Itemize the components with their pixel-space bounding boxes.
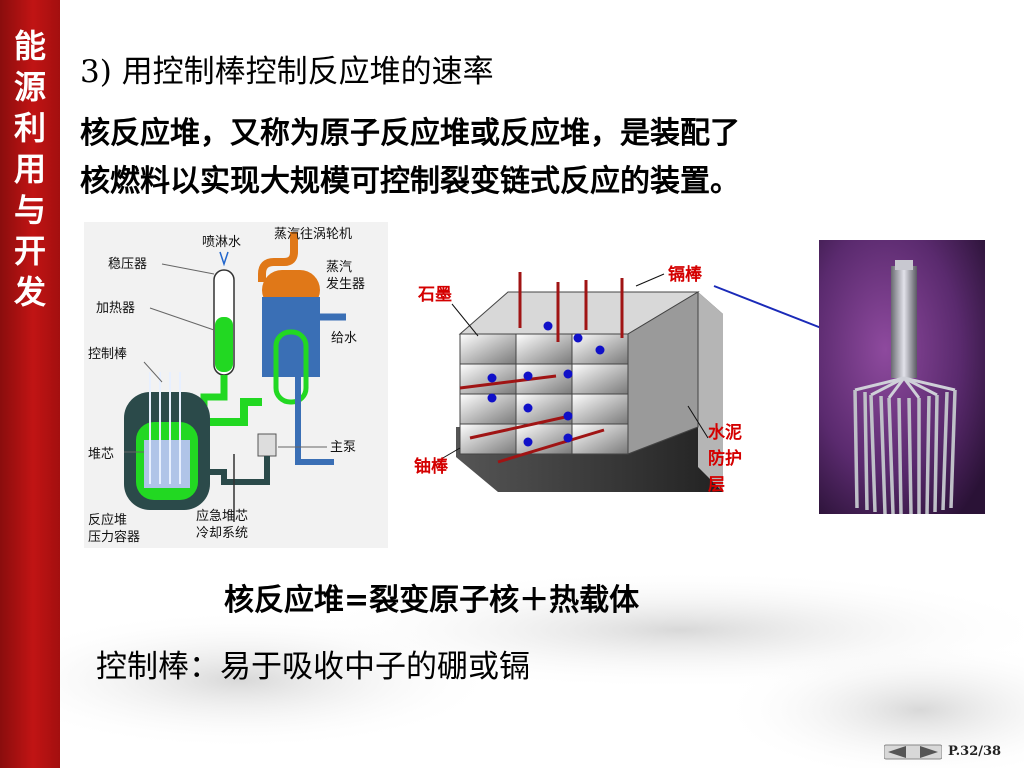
label-reactor-vessel: 反应堆 bbox=[88, 512, 127, 528]
label-steam-generator: 发生器 bbox=[326, 276, 365, 292]
intro-line: 核反应堆，又称为原子反应堆或反应堆，是装配了 bbox=[80, 116, 740, 151]
label-steam-generator: 蒸汽 bbox=[326, 260, 352, 275]
reactor-core bbox=[144, 440, 190, 488]
slide-navigation bbox=[884, 744, 942, 760]
reactor-formula: 核反应堆=裂变原子核＋热载体 bbox=[224, 583, 640, 618]
arrow-left-icon bbox=[888, 746, 906, 758]
slide-heading: 3) 用控制棒控制反应堆的速率 bbox=[80, 54, 494, 90]
label-concrete-shield: 水泥 bbox=[708, 422, 742, 443]
label-cadmium-rod: 镉棒 bbox=[668, 264, 703, 285]
prev-slide-button[interactable] bbox=[888, 746, 906, 758]
label-spray-water: 喷淋水 bbox=[202, 235, 241, 250]
label-feedwater: 给水 bbox=[331, 331, 357, 346]
sidebar-title-char: 用 bbox=[13, 150, 46, 188]
arrow-right-icon bbox=[920, 746, 938, 758]
label-reactor-vessel: 压力容器 bbox=[88, 529, 140, 545]
graphite-block-stack bbox=[458, 291, 700, 455]
label-core: 堆芯 bbox=[88, 447, 114, 462]
label-control-rod: 控制棒 bbox=[88, 347, 127, 362]
sidebar-title-char: 与 bbox=[13, 191, 46, 229]
steam-generator bbox=[262, 297, 320, 377]
sidebar: 能 源 利 用 与 开 发 bbox=[0, 0, 60, 768]
reactor-system-diagram: 喷淋水 蒸汽往涡轮机 稳压器 蒸汽 发生器 加热器 给水 控制棒 主泵 堆芯 反… bbox=[84, 222, 388, 548]
label-main-pump: 主泵 bbox=[330, 440, 356, 455]
main-pump bbox=[257, 433, 277, 457]
ink-mist-background bbox=[60, 570, 1024, 768]
label-concrete-shield: 层 bbox=[708, 475, 725, 495]
intro-line: 核燃料以实现大规模可控制裂变链式反应的装置。 bbox=[80, 164, 740, 199]
sidebar-title-char: 利 bbox=[13, 109, 46, 147]
label-emergency-core-cooling: 应急堆芯 bbox=[196, 508, 248, 524]
next-slide-button[interactable] bbox=[920, 746, 938, 758]
label-graphite: 石墨 bbox=[417, 285, 452, 305]
label-uranium-rod: 铀棒 bbox=[414, 456, 449, 477]
label-heater: 加热器 bbox=[96, 301, 135, 316]
page-number: P.32/38 bbox=[948, 744, 1002, 759]
intro-paragraph: 核反应堆，又称为原子反应堆或反应堆，是装配了 核燃料以实现大规模可控制裂变链式反… bbox=[80, 110, 1010, 206]
sidebar-title: 能 源 利 用 与 开 发 bbox=[0, 26, 60, 313]
sidebar-title-char: 发 bbox=[13, 273, 46, 311]
label-steam-to-turbine: 蒸汽往涡轮机 bbox=[274, 227, 352, 242]
label-pressurizer: 稳压器 bbox=[108, 256, 147, 272]
label-emergency-core-cooling: 冷却系统 bbox=[196, 526, 248, 541]
sidebar-title-char: 能 bbox=[13, 27, 46, 65]
sidebar-title-char: 源 bbox=[13, 68, 46, 106]
label-concrete-shield: 防护 bbox=[708, 448, 742, 469]
control-rod-assembly-photo bbox=[819, 240, 985, 514]
sidebar-title-char: 开 bbox=[13, 232, 46, 270]
control-rod-note: 控制棒：易于吸收中子的硼或镉 bbox=[96, 649, 530, 685]
graphite-pile-diagram: 石墨 镉棒 铀棒 水泥 防护 层 bbox=[414, 264, 742, 495]
